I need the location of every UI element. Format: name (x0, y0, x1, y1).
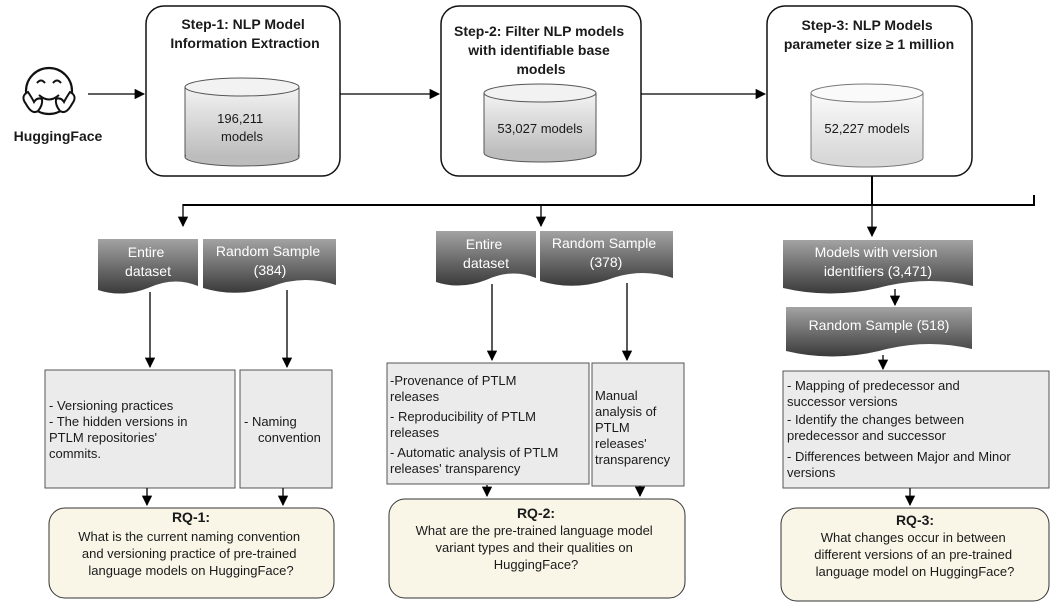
rq1-entire-dataset-doc (98, 239, 198, 294)
rq1-random-sample-doc (203, 239, 336, 293)
rq3-question-text: What changes occur in between different … (814, 530, 1015, 579)
step3-title: Step-3: NLP Models parameter size ≥ 1 mi… (784, 17, 954, 52)
step1-title: Step-1: NLP Model Information Extraction (170, 16, 319, 51)
rq2-random-sample-doc (540, 231, 673, 286)
rq3-version-identifiers-label: Models with version identifiers (3,471) (815, 244, 942, 279)
rq3-column: Models with version identifiers (3,471) … (780, 240, 1050, 602)
source-label: HuggingFace (14, 128, 103, 144)
hugging-face-emoji-icon (22, 66, 76, 116)
rq2-question-text: What are the pre-trained language model … (416, 523, 657, 572)
rq3-title: RQ-3: (896, 512, 934, 528)
rq3-question-box (780, 507, 1050, 602)
step3-box: Step-3: NLP Models parameter size ≥ 1 mi… (766, 5, 973, 177)
rq2-analysis-left-text: -Provenance of PTLM releases - Reproduci… (390, 373, 562, 476)
rq1-column: Entire dataset Random Sample (384) - Ver… (44, 239, 336, 599)
step2-box: Step-2: Filter NLP models with identifia… (440, 5, 642, 177)
step3-db-label: 52,227 models (824, 121, 910, 136)
rq3-random-sample-label: Random Sample (518) (809, 317, 950, 333)
rq1-analysis-left-text: - Versioning practices - The hidden vers… (49, 398, 191, 461)
rq2-analysis-right (591, 362, 685, 487)
rq2-random-sample-label: Random Sample (378) (552, 235, 660, 270)
rq1-entire-dataset-label: Entire dataset (125, 244, 171, 279)
rq1-analysis-right-text: - Naming convention (244, 414, 321, 445)
huggingface-source: HuggingFace (14, 66, 103, 144)
step1-database-icon (184, 77, 300, 167)
rq3-random-sample-doc (786, 307, 972, 357)
rq2-analysis-right-text: Manual analysis of PTLM releases' transp… (595, 388, 671, 467)
rq2-column: Entire dataset Random Sample (378) -Prov… (386, 231, 686, 599)
rq2-entire-dataset-label: Entire dataset (463, 236, 509, 271)
distribution-connectors (177, 176, 1035, 238)
rq2-entire-dataset-doc (436, 231, 536, 286)
rq3-analysis-text: - Mapping of predecessor and successor v… (787, 378, 1014, 480)
rq1-question-text: What is the current naming convention an… (78, 529, 303, 578)
rq3-version-identifiers-doc (783, 240, 973, 294)
rq1-title: RQ-1: (172, 509, 210, 525)
rq2-analysis-left (386, 362, 590, 485)
step2-database-icon (483, 83, 597, 163)
step3-database-icon (810, 83, 924, 168)
rq2-title: RQ-2: (517, 505, 555, 521)
step2-db-label: 53,027 models (497, 121, 583, 136)
step2-title: Step-2: Filter NLP models with identifia… (454, 23, 628, 77)
rq1-question-box (48, 507, 335, 599)
step1-box: Step-1: NLP Model Information Extraction… (145, 5, 341, 177)
rq2-question-box (388, 498, 686, 599)
step1-db-label: 196,211 models (217, 111, 267, 144)
rq1-random-sample-label: Random Sample (384) (216, 243, 324, 278)
rq1-analysis-right (239, 369, 333, 489)
rq3-analysis (782, 370, 1050, 489)
rq1-analysis-left (44, 369, 236, 489)
